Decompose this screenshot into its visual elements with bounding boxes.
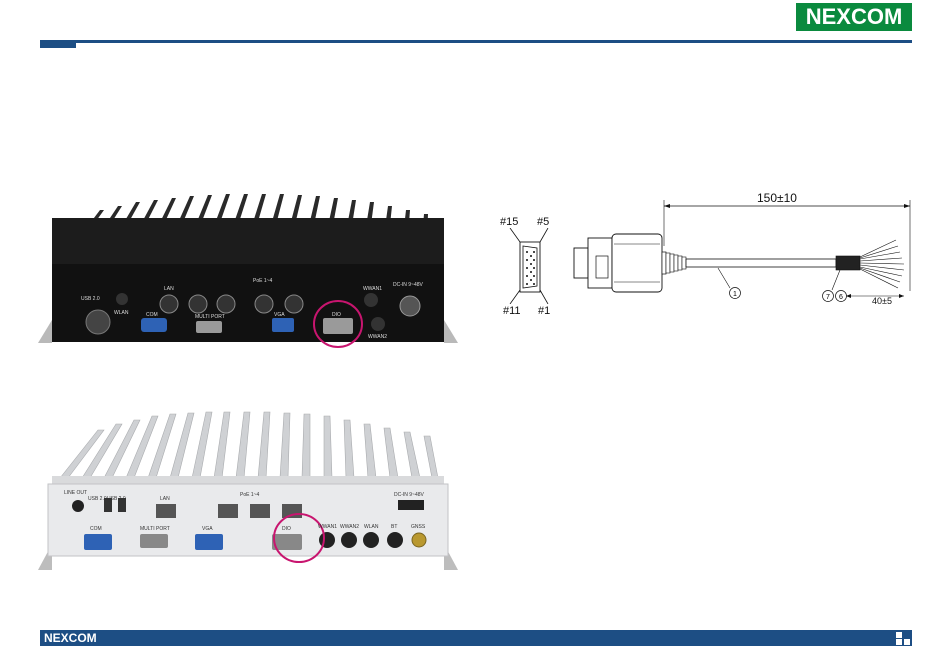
nexcom-logo: NEXCOM xyxy=(796,3,912,31)
label-lan: LAN xyxy=(164,286,174,292)
footer-nexcom-logo: NEXCOM xyxy=(44,631,97,645)
footer-squares-icon xyxy=(894,630,912,646)
label-lan-silver: LAN xyxy=(160,496,170,502)
label-wwan1: WWAN1 xyxy=(363,286,382,292)
dio-cable-drawing: 1 7 6 xyxy=(570,196,916,316)
label-multiport: MULTI PORT xyxy=(195,314,225,320)
label-lineout: LINE OUT xyxy=(64,490,87,496)
dimension-total-length: 150±10 xyxy=(757,192,797,204)
header-rule xyxy=(40,40,912,43)
label-usb20: USB 2.0 xyxy=(88,496,107,502)
label-wwan2-silver: WWAN2 xyxy=(340,524,359,530)
label-dio-silver: DIO xyxy=(282,526,291,532)
label-multiport-silver: MULTI PORT xyxy=(140,526,170,532)
label-com: COM xyxy=(146,312,158,318)
label-wlan: WLAN xyxy=(114,310,129,316)
pin-label-11: #11 xyxy=(503,306,521,317)
label-vga-silver: VGA xyxy=(202,526,213,532)
label-poe-silver: PoE 1~4 xyxy=(240,492,260,498)
label-wwan1-silver: WWAN1 xyxy=(318,524,337,530)
label-dcin-silver: DC-IN 9~48V xyxy=(394,492,425,498)
db15-connector-drawing xyxy=(508,228,552,304)
label-wlan-silver: WLAN xyxy=(364,524,379,530)
label-bt-silver: BT xyxy=(391,524,397,530)
label-usb20b: USB 2.0 xyxy=(107,496,126,502)
label-poe: PoE 1~4 xyxy=(253,278,273,284)
pin-label-1: #1 xyxy=(538,306,550,317)
callout-7: 7 xyxy=(826,294,830,301)
dimension-end-length: 40±5 xyxy=(872,297,892,306)
label-gnss-silver: GNSS xyxy=(411,524,426,530)
label-com-silver: COM xyxy=(90,526,102,532)
device-front-panel-black: USB 2.0 WLAN LAN PoE 1~4 COM MULTI PORT … xyxy=(38,188,458,348)
label-dio: DIO xyxy=(332,312,341,318)
label-vga: VGA xyxy=(274,312,285,318)
device-front-panel-silver: LINE OUT USB 2.0 USB 2.0 LAN PoE 1~4 DC-… xyxy=(38,410,458,578)
footer-bar xyxy=(40,630,912,646)
label-wwan2: WWAN2 xyxy=(368,334,387,340)
label-dcin: DC-IN 9~48V xyxy=(393,282,424,288)
pin-label-5: #5 xyxy=(537,217,549,228)
pin-label-15: #15 xyxy=(500,217,518,228)
label-usb: USB 2.0 xyxy=(81,296,100,302)
callout-1: 1 xyxy=(733,291,737,298)
header-tab-accent xyxy=(40,40,76,48)
callout-6: 6 xyxy=(839,294,843,301)
